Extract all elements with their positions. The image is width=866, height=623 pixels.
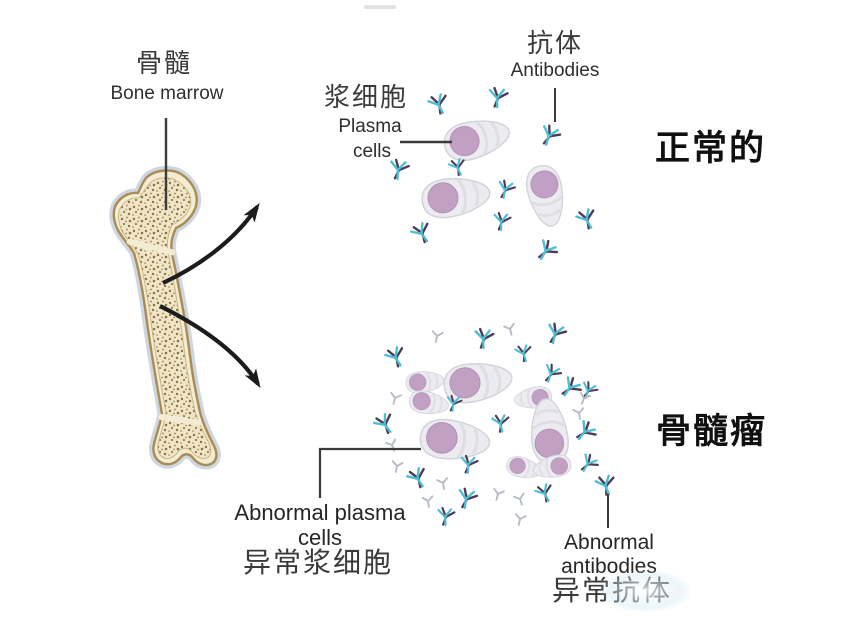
antibody-icon xyxy=(491,211,512,234)
antibody-icon xyxy=(386,157,411,184)
abnormal-plasma-cell xyxy=(417,416,493,464)
antibody-fragment-icon xyxy=(387,391,402,407)
abnormal-antibody-icon xyxy=(404,464,433,493)
antibody-fragment-icon xyxy=(576,391,592,407)
abnormal-antibody-icon xyxy=(533,481,558,507)
bone-marrow-label-zh: 骨髓 xyxy=(135,48,193,78)
bone-marrow-speckles xyxy=(118,177,212,460)
abnormal-antibody-icon xyxy=(574,451,601,478)
abnormal-antibodies-group xyxy=(371,321,619,529)
plasma-cell xyxy=(521,161,571,231)
abnormal-plasma-cell xyxy=(406,387,452,419)
growth-plate-band xyxy=(126,238,176,256)
abnormal-antibody-icon xyxy=(371,410,400,440)
abnormal-plasma-cells-group xyxy=(404,356,574,483)
antibodies-label-en: Antibodies xyxy=(510,60,600,81)
antibody-icon xyxy=(426,91,453,119)
abnormal-antibody-icon xyxy=(570,418,600,448)
antibody-fragment-icon xyxy=(430,330,444,344)
abnormal-antibody-icon xyxy=(513,343,535,365)
abnormal-plasma-cells-label-en-line1: Abnormal plasma xyxy=(234,500,406,525)
abnormal-plasma-cells-label-zh: 异常浆细胞 xyxy=(242,547,394,578)
myeloma-section-title: 骨髓瘤 xyxy=(656,412,768,451)
abnormal-antibody-icon xyxy=(472,327,495,352)
plasma-cells-label-en-line1: Plasma xyxy=(338,116,402,137)
antibody-fragment-icon xyxy=(384,438,400,454)
abnormal-antibody-icon xyxy=(538,361,564,388)
abnormal-plasma-cells-label-en-line2: cells xyxy=(297,525,343,550)
plasma-cells-label-zh: 浆细胞 xyxy=(323,82,409,112)
plasma-cell xyxy=(439,111,515,167)
antibody-icon xyxy=(574,206,601,234)
antibody-fragment-icon xyxy=(572,407,586,421)
antibody-icon xyxy=(408,219,437,249)
abnormal-antibodies-label-zh: 异常抗体 xyxy=(551,575,673,606)
antibody-icon xyxy=(535,122,563,151)
abnormal-antibody-icon xyxy=(458,454,480,477)
antibody-fragment-icon xyxy=(513,492,528,508)
antibody-icon xyxy=(486,86,510,111)
bone-illustration xyxy=(109,165,221,470)
plasma-cell xyxy=(418,171,494,223)
abnormal-antibody-icon xyxy=(576,379,600,404)
bone-marrow-label-en: Bone marrow xyxy=(110,83,224,104)
antibody-fragment-icon xyxy=(503,322,518,338)
abnormal-antibody-icon xyxy=(435,506,456,529)
watermark-remnant xyxy=(364,5,396,9)
antibody-fragment-icon xyxy=(436,477,451,491)
antibody-fragment-icon xyxy=(512,513,527,527)
normal-section-title: 正常的 xyxy=(655,129,767,168)
abnormal-antibody-icon xyxy=(490,413,512,436)
antibody-fragment-icon xyxy=(390,460,404,474)
abnormal-antibody-icon xyxy=(593,473,619,500)
abnormal-antibody-icon xyxy=(542,321,569,349)
antibody-icon xyxy=(493,178,517,203)
antibody-fragment-icon xyxy=(421,495,435,509)
plasma-cells-label-en-line2: cells xyxy=(352,141,392,162)
antibodies-label-zh: 抗体 xyxy=(526,28,584,58)
abnormal-antibody-icon xyxy=(555,374,585,404)
leader-line-abnormal-plasma-cells xyxy=(318,447,421,498)
arrow-bone-to-myeloma-icon xyxy=(159,304,261,389)
growth-plate-band xyxy=(158,414,202,426)
abnormal-antibody-icon xyxy=(453,486,480,513)
antibody-fragment-icon xyxy=(490,487,505,503)
abnormal-antibodies-label-en-line1: Abnormal xyxy=(564,531,654,554)
normal-antibodies-group xyxy=(386,86,601,267)
abnormal-antibody-icon xyxy=(383,344,410,372)
antibody-icon xyxy=(531,237,561,267)
arrow-bone-to-normal-icon xyxy=(162,203,260,285)
